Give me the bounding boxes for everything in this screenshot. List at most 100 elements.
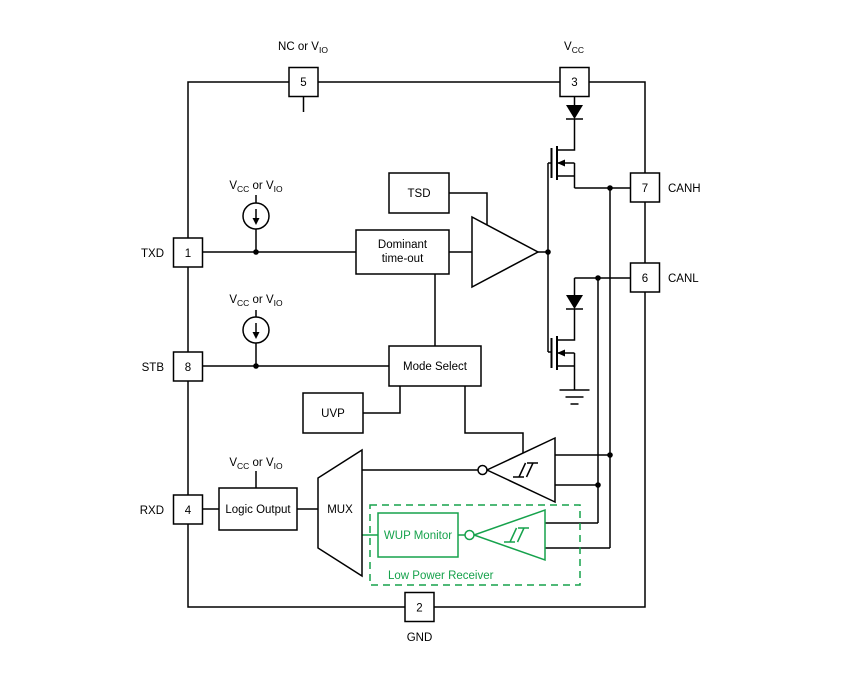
pin-label: VCC xyxy=(564,41,584,55)
junction-dot xyxy=(607,452,613,458)
receiver-amplifier-icon xyxy=(485,436,556,504)
mode-select-label: Mode Select xyxy=(403,361,468,373)
pin-box xyxy=(629,172,661,203)
pin-8: 8 STB xyxy=(142,351,204,382)
wup-monitor-label: WUP Monitor xyxy=(384,530,452,542)
mosfet-body-arrow-icon xyxy=(557,159,565,167)
pin-label: CANL xyxy=(668,273,699,285)
supply-label-part: V xyxy=(229,457,237,469)
current-source-arrowhead-icon xyxy=(252,218,260,225)
pin-6: 6 CANL xyxy=(629,262,699,293)
dominant-timeout-label-line1: Dominant xyxy=(378,239,428,251)
junction-dot xyxy=(595,482,601,488)
supply-label-part: or V xyxy=(249,180,274,192)
supply-label-rxd: VCC or VIO xyxy=(229,457,283,471)
pin-number: 2 xyxy=(416,603,422,615)
logic-output-label: Logic Output xyxy=(225,504,291,516)
driver-amplifier-icon xyxy=(471,215,540,289)
supply-label-sub: IO xyxy=(274,184,283,194)
hysteresis-icon xyxy=(513,462,538,478)
pin-box xyxy=(559,66,590,98)
uvp-box xyxy=(302,392,364,434)
mux-label: MUX xyxy=(327,504,353,516)
junction-dot xyxy=(545,249,551,255)
pin-number: 5 xyxy=(300,77,306,89)
dominant-timeout-box xyxy=(355,229,450,275)
inverter-bubble-icon xyxy=(464,529,475,541)
uvp-label: UVP xyxy=(321,408,345,420)
diode-icon xyxy=(566,295,583,309)
main-receiver xyxy=(477,436,556,504)
supply-label-stb: VCC or VIO xyxy=(229,294,283,308)
pin-label-part: V xyxy=(564,41,572,53)
tsd-label: TSD xyxy=(408,188,431,200)
pin-label-sub: CC xyxy=(572,45,584,55)
junction-dot xyxy=(253,363,259,369)
current-source-stb xyxy=(242,316,270,344)
pin-label: GND xyxy=(407,632,433,644)
mode-select-block: Mode Select xyxy=(388,345,482,387)
junction-dots xyxy=(253,185,613,488)
junction-dot xyxy=(607,185,613,191)
current-source-circle xyxy=(242,202,270,230)
low-side-output-stage xyxy=(550,295,590,405)
uvp-block: UVP xyxy=(302,392,364,434)
pin-box xyxy=(404,591,435,623)
pin-number: 7 xyxy=(642,183,648,195)
dominant-timeout-block: Dominant time-out xyxy=(355,229,450,275)
mux-block: MUX xyxy=(317,448,363,578)
low-power-receiver-label: Low Power Receiver xyxy=(388,570,494,582)
pin-label-part: NC or V xyxy=(278,41,319,53)
pin-7: 7 CANH xyxy=(629,172,701,203)
tsd-block: TSD xyxy=(388,172,450,214)
ground-symbol-icon xyxy=(559,389,590,405)
current-source-arrowhead-icon xyxy=(252,332,260,339)
supply-label-sub: CC xyxy=(237,184,249,194)
pin-2: 2 GND xyxy=(404,591,435,644)
pin-label: NC or VIO xyxy=(278,41,328,55)
supply-label-part: V xyxy=(229,180,237,192)
pin-number: 1 xyxy=(185,248,191,260)
high-side-output-stage xyxy=(550,105,583,180)
pin-number: 6 xyxy=(642,273,648,285)
pin-number: 4 xyxy=(185,505,192,517)
wires-left xyxy=(202,96,389,510)
mosfet-body-arrow-icon xyxy=(557,349,565,357)
junction-dot xyxy=(595,275,601,281)
wires-center xyxy=(362,192,524,471)
diode-icon xyxy=(566,105,583,119)
pin-label: CANH xyxy=(668,183,701,195)
current-source-txd xyxy=(242,202,270,230)
low-power-receiver-boundary xyxy=(369,504,581,586)
low-power-receiver-amplifier-icon xyxy=(471,508,546,562)
pin-3: 3 VCC xyxy=(559,41,590,98)
pin-label: STB xyxy=(142,362,165,374)
supply-label-sub: CC xyxy=(237,461,249,471)
mode-select-box xyxy=(388,345,482,387)
junction-dot xyxy=(253,249,259,255)
hysteresis-icon xyxy=(504,527,529,543)
mux-shape xyxy=(317,448,363,578)
pin-label: RXD xyxy=(140,505,164,517)
current-source-circle xyxy=(242,316,270,344)
supply-label-sub: CC xyxy=(237,298,249,308)
pin-label-sub: IO xyxy=(319,45,328,55)
supply-label-part: or V xyxy=(249,294,274,306)
pin-4: 4 RXD xyxy=(140,494,204,525)
supply-label-txd: VCC or VIO xyxy=(229,180,283,194)
dominant-timeout-label-line2: time-out xyxy=(382,253,424,265)
pin-label: TXD xyxy=(141,248,164,260)
pin-number: 3 xyxy=(571,77,577,89)
pin-box xyxy=(172,494,204,525)
logic-output-box xyxy=(218,487,298,531)
low-power-receiver-section: WUP Monitor Low Power Receiver xyxy=(318,504,581,586)
pin-box xyxy=(629,262,661,293)
supply-label-part: or V xyxy=(249,457,274,469)
tsd-box xyxy=(388,172,450,214)
pin-1: 1 TXD xyxy=(141,237,204,268)
supply-label-part: V xyxy=(229,294,237,306)
pin-box xyxy=(288,66,319,98)
supply-label-sub: IO xyxy=(274,461,283,471)
